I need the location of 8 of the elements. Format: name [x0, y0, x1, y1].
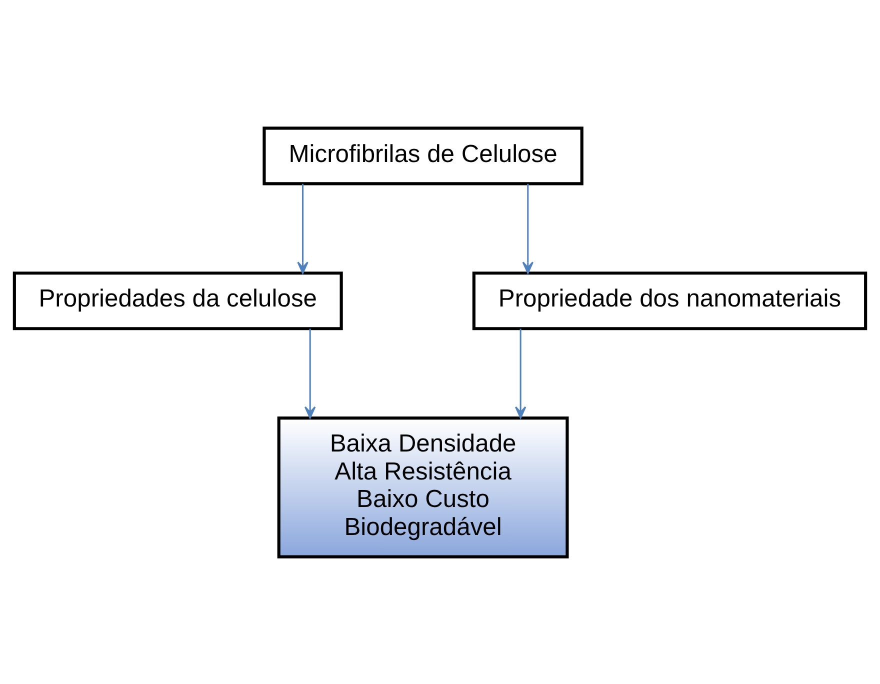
node-box: Propriedades da celulose: [12, 271, 343, 330]
arrow: [522, 183, 534, 274]
arrow: [297, 183, 308, 274]
arrow: [514, 328, 526, 418]
arrow: [304, 328, 316, 418]
node-box: Microfibrilas de Celulose: [262, 126, 584, 185]
node-box: Propriedade dos nanomateriais: [472, 271, 868, 330]
node-box: Baixa Densidade Alta Resistência Baixo Custo Biodegradável: [277, 416, 569, 558]
